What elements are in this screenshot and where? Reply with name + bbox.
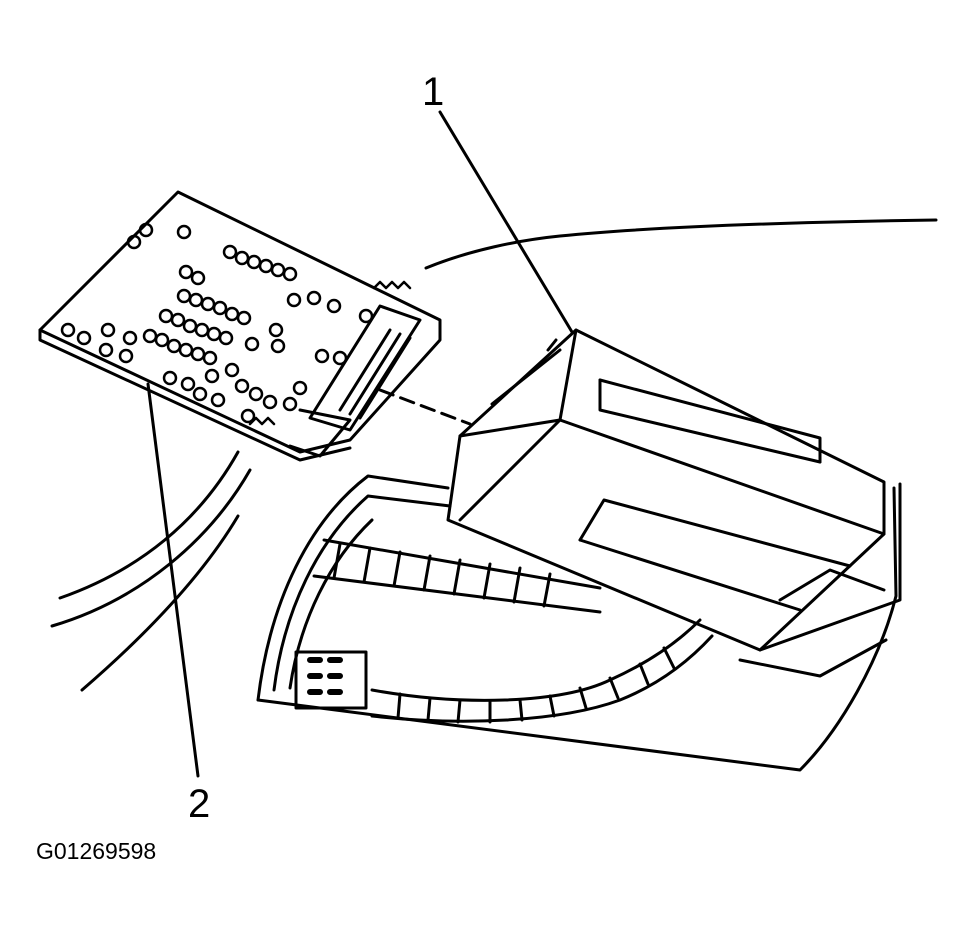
module-housing — [446, 328, 902, 678]
leader-line-2 — [146, 382, 200, 778]
background-contour-lines — [50, 218, 938, 692]
alignment-dashed-line — [378, 388, 472, 426]
callout-label-2: 2 — [188, 782, 211, 826]
circuit-board — [38, 190, 442, 462]
callout-label-1: 1 — [422, 70, 445, 114]
figure-id: G01269598 — [36, 838, 157, 864]
leader-line-1 — [438, 110, 574, 334]
housing-shell — [256, 474, 898, 772]
